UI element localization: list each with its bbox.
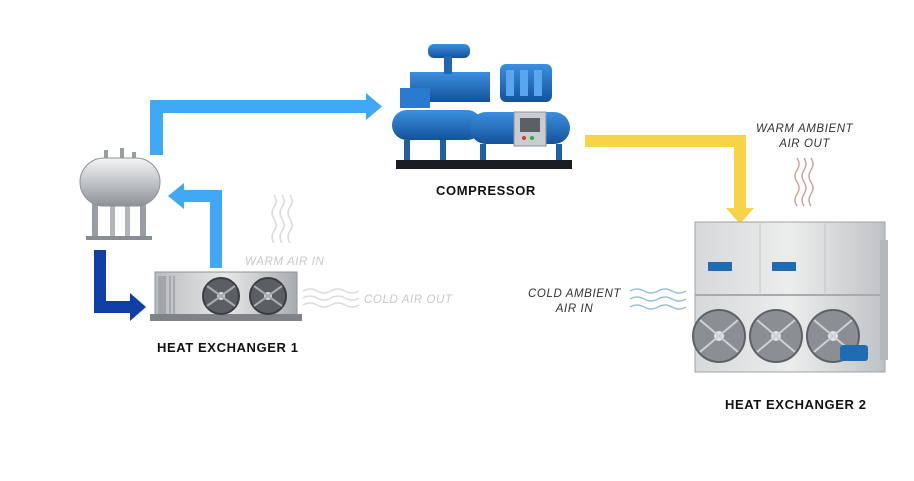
arrow-tank-to-heat-exchanger-1 <box>94 250 146 321</box>
receiver-tank <box>79 148 161 240</box>
heat-exchanger-1-unit <box>150 271 302 321</box>
cold-ambient-line-1: COLD AMBIENT <box>528 288 622 300</box>
arrow-heat-exchanger-1-to-tank <box>168 183 222 268</box>
arrow-tank-to-compressor <box>150 93 382 155</box>
warm-ambient-line-1: WARM AMBIENT <box>756 123 854 135</box>
warm-ambient-line-2: AIR OUT <box>779 138 831 150</box>
cold-ambient-air-in-waves <box>629 288 687 310</box>
warm-air-in-label: WARM AIR IN <box>245 256 325 268</box>
compressor-unit <box>392 44 572 169</box>
arrow-compressor-to-heat-exchanger-2 <box>585 135 754 224</box>
heat-exchanger-1-label: HEAT EXCHANGER 1 <box>157 340 299 355</box>
cold-air-out-waves <box>302 288 360 308</box>
heat-exchanger-2-label: HEAT EXCHANGER 2 <box>725 397 867 412</box>
compressor-label: COMPRESSOR <box>436 183 536 198</box>
cold-ambient-air-in-label: COLD AMBIENT AIR IN <box>528 287 621 317</box>
warm-air-in-waves <box>271 194 293 244</box>
warm-ambient-air-out-label: WARM AMBIENT AIR OUT <box>756 122 853 152</box>
cold-ambient-line-2: AIR IN <box>555 303 594 315</box>
warm-ambient-air-out-waves <box>794 157 814 207</box>
cold-air-out-label: COLD AIR OUT <box>364 294 453 306</box>
heat-exchanger-2-unit <box>692 221 888 373</box>
